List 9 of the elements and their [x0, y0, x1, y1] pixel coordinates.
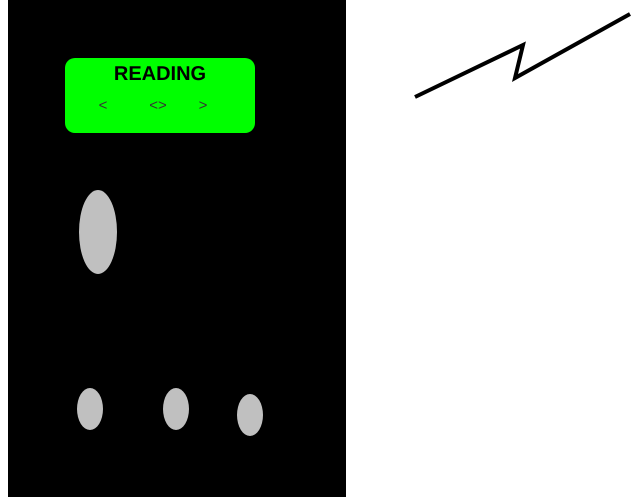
arrow-symbol: <: [98, 98, 108, 113]
display-screen: [65, 58, 255, 133]
arrow-symbol: >: [198, 98, 208, 113]
oval-button: [77, 388, 103, 430]
oval-button: [163, 388, 189, 430]
oval-button: [237, 394, 263, 436]
display-text: READING: [112, 64, 208, 84]
arrow-symbol: <>: [148, 98, 168, 113]
device-panel: [8, 0, 346, 497]
